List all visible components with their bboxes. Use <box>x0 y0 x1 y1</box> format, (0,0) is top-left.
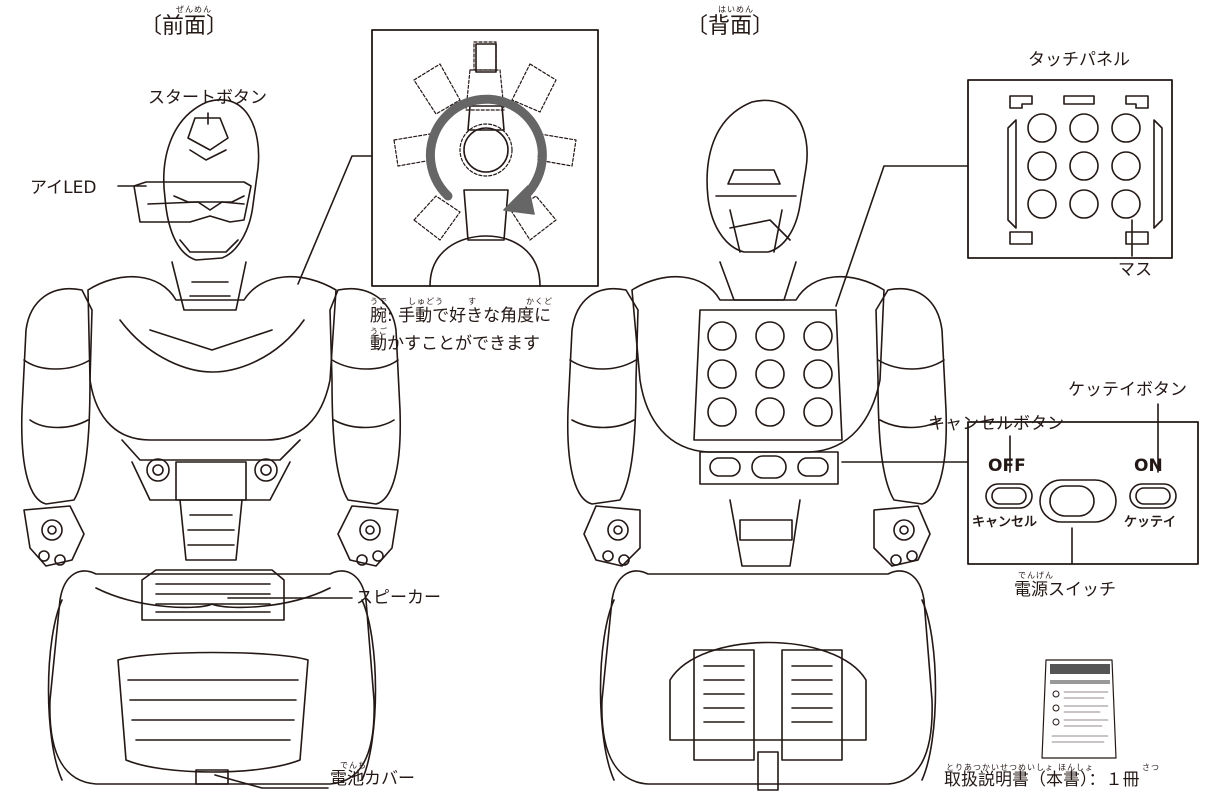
manual-reading-count: さつ <box>1142 763 1160 772</box>
arm-rotation-inset <box>371 29 599 287</box>
like-reading: す <box>468 297 477 306</box>
cancel-switch-label: キャンセル <box>972 515 1038 530</box>
move-reading: うご <box>370 327 388 336</box>
manual-reading-main: とりあつかいせつめいしょ <box>946 763 1054 772</box>
power-switch-reading: でんげん <box>1018 571 1054 580</box>
eye-led-visor <box>133 181 252 223</box>
manual-reading-book: ほんしょ <box>1058 763 1094 772</box>
on-label: ON <box>1134 456 1163 476</box>
battery-cover-label: 電池カバー <box>330 769 415 789</box>
arm-note-line2: 動かすことができます <box>370 334 540 354</box>
confirm-button-label: ケッテイボタン <box>1068 380 1187 400</box>
manual-label: 取扱説明書（本書）：１冊 <box>944 770 1140 790</box>
switch-panel-inset <box>967 421 1199 565</box>
power-switch-label: 電源スイッチ <box>1014 580 1116 600</box>
rotation-arrow <box>425 94 547 205</box>
back-robot-illustration <box>566 99 948 791</box>
speaker-label: スピーカー <box>356 588 441 608</box>
back-touch-panel <box>693 309 843 441</box>
arm-note-line1: 腕: 手動で好きな角度に <box>370 306 552 326</box>
front-base <box>49 570 375 785</box>
back-title: 〔背面〕 <box>686 14 775 39</box>
front-chest <box>87 275 337 441</box>
start-button-label: スタートボタン <box>148 88 267 108</box>
manual-op-reading: しゅどう <box>408 297 444 306</box>
cancel-button-label: キャンセルボタン <box>928 414 1064 434</box>
front-title: 〔前面〕 <box>140 14 229 39</box>
angle-reading: かくど <box>526 297 553 306</box>
confirm-switch-label: ケッテイ <box>1124 515 1177 530</box>
back-title-reading: はいめん <box>718 5 754 14</box>
eye-led-label: アイLED <box>30 178 97 198</box>
touch-panel-inset <box>967 79 1173 259</box>
off-label: OFF <box>988 456 1026 476</box>
front-title-reading: ぜんめん <box>176 5 212 14</box>
speaker-grille <box>141 569 285 621</box>
front-robot-illustration <box>20 99 402 785</box>
front-leader-lines <box>117 112 373 789</box>
arm-reading: うで <box>370 297 388 306</box>
manual-thumbnail <box>1041 659 1117 759</box>
back-leader-lines <box>835 165 1159 565</box>
cell-label: マス <box>1118 260 1152 280</box>
touch-panel-label: タッチパネル <box>1028 50 1130 70</box>
battery-cover-reading: でんち <box>340 761 367 770</box>
